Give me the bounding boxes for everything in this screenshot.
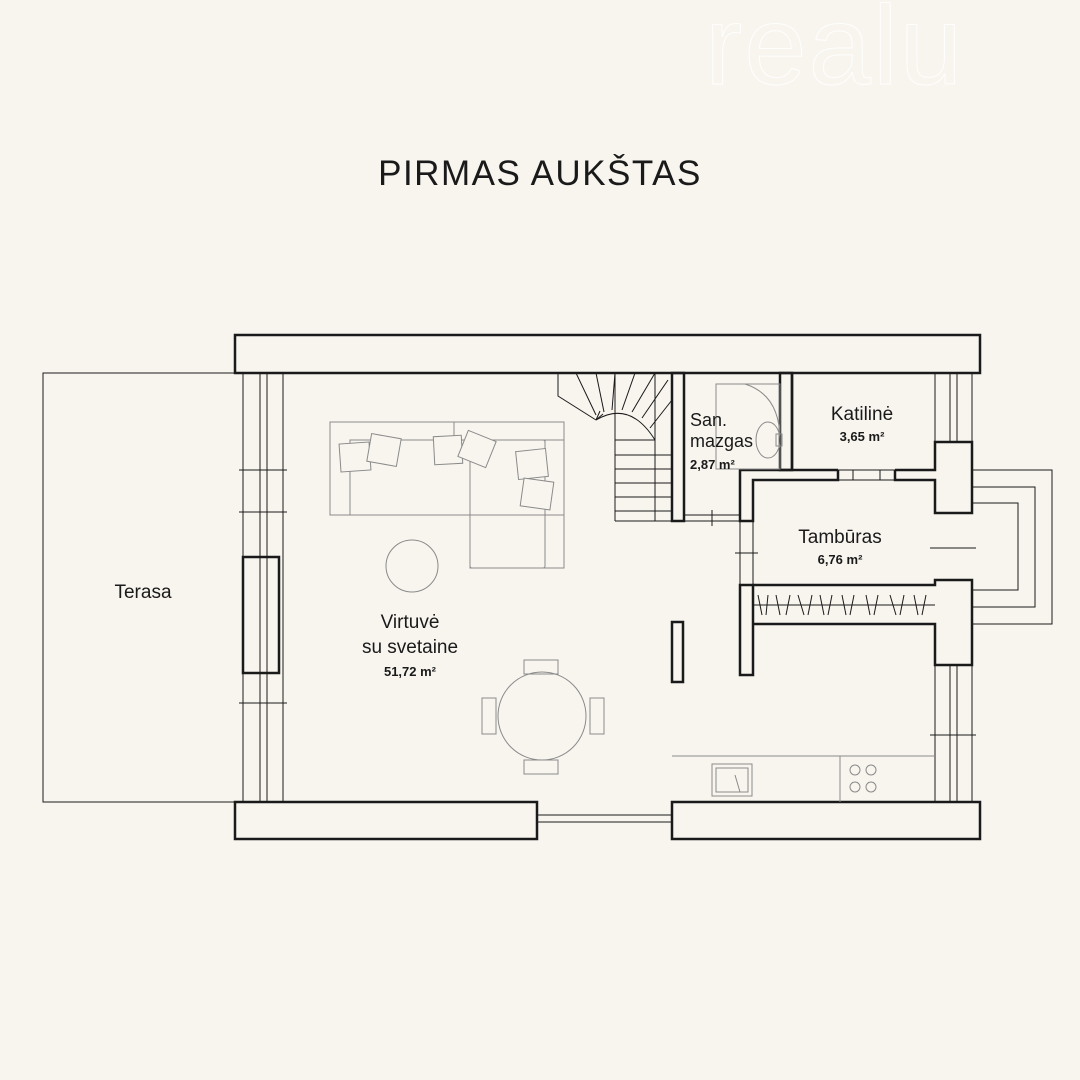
tamburas-label: Tambūras <box>798 527 881 548</box>
right-wall <box>930 373 976 802</box>
outer-walls <box>233 333 982 841</box>
bathroom-fixtures <box>715 383 783 470</box>
katiline-label: Katilinė <box>831 404 893 425</box>
logo-watermark: realu <box>704 0 965 108</box>
bottom-window <box>537 814 672 823</box>
terasa-label: Terasa <box>114 582 171 603</box>
virtuve-label-line1: Virtuvė <box>381 612 440 633</box>
entrance-steps <box>972 469 1053 625</box>
sofa <box>329 421 565 569</box>
coffee-table <box>385 539 439 593</box>
tamburas-area: 6,76 m² <box>818 552 863 567</box>
cushions <box>338 429 555 511</box>
fireplace <box>241 555 281 675</box>
katiline-area: 3,65 m² <box>840 429 885 444</box>
virtuve-label-line2: su svetaine <box>362 637 458 658</box>
staircase <box>557 372 673 522</box>
virtuve-area: 51,72 m² <box>384 664 437 679</box>
wardrobe <box>753 594 935 616</box>
san-mazgas-area: 2,87 m² <box>690 457 735 472</box>
san-mazgas-label-line1: San. <box>690 410 727 430</box>
page-title: PIRMAS AUKŠTAS <box>378 154 702 193</box>
kitchen-counter <box>672 755 935 802</box>
dining-set <box>481 659 605 775</box>
san-mazgas-label-line2: mazgas <box>690 431 753 451</box>
